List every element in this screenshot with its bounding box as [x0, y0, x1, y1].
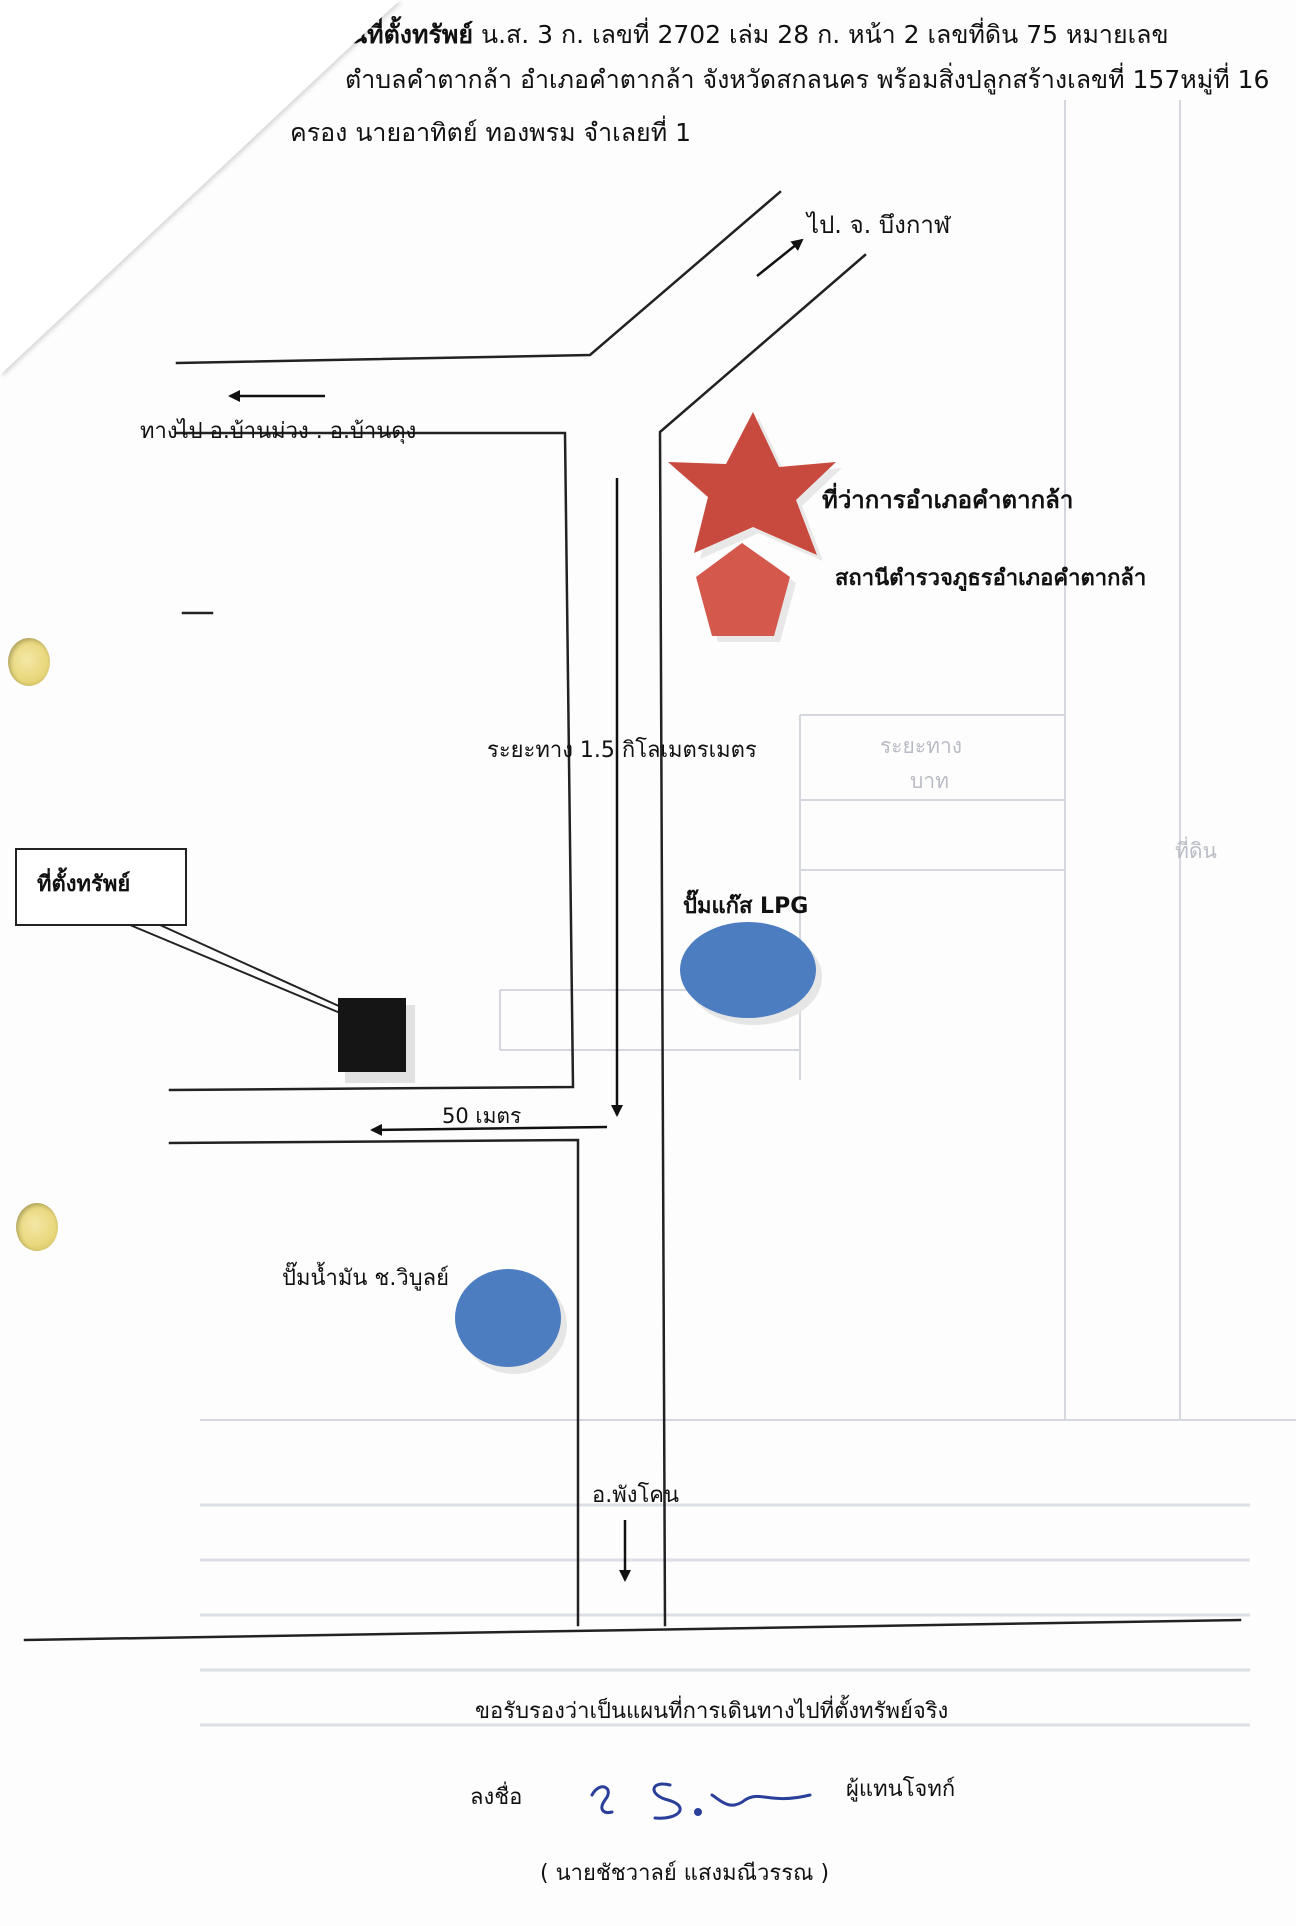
label-district-office: ที่ว่าการอำเภอคำตากล้า — [822, 486, 1074, 514]
arrow-to-bueng-kan — [756, 238, 804, 277]
bleed-text-land: ที่ดิน — [1175, 839, 1217, 863]
label-to-bueng-kan: ไป. จ. บึงกาฬ — [807, 211, 951, 239]
label-50-meters: 50 เมตร — [442, 1104, 522, 1128]
callout-pointer-b — [159, 924, 353, 1013]
bleed-text-distance: ระยะทาง — [880, 734, 963, 758]
label-police-station: สถานีตำรวจภูธรอำเภอคำตากล้า — [835, 566, 1147, 591]
label-oil-station: ปั๊มน้ำมัน ช.วิบูลย์ — [282, 1266, 450, 1291]
property-marker-icon — [338, 998, 415, 1083]
footer-rule — [23, 1618, 1242, 1642]
label-distance: ระยะทาง 1.5 กิโลเมตรเมตร — [487, 738, 757, 763]
signature-label: ลงชื่อ — [470, 1785, 523, 1810]
district-office-star-icon — [668, 412, 842, 561]
folded-corner — [0, 0, 400, 375]
certification-text: ขอรับรองว่าเป็นแผนที่การเดินทางไปที่ตั้ง… — [475, 1699, 949, 1724]
label-lpg-station: ปั๊มแก๊ส LPG — [683, 894, 809, 919]
label-to-phang-khon: อ.พังโคน — [592, 1483, 680, 1508]
road-top-left — [175, 190, 782, 365]
header-deed-info: น.ส. 3 ก. เลขที่ 2702 เล่ม 28 ก. หน้า 2 … — [473, 20, 1169, 49]
callout-pointer-a — [129, 924, 346, 1016]
road-left-block — [168, 431, 575, 1092]
punch-hole-lower — [16, 1203, 58, 1251]
property-callout-label: ที่ตั้งทรัพย์ — [37, 872, 131, 897]
lpg-station-circle-icon — [680, 922, 822, 1025]
signer-name: ( นายชัชวาลย์ แสงมณีวรรณ ) — [540, 1861, 830, 1886]
bleed-text-baht: บาท — [910, 769, 949, 793]
road-main-right-upper — [658, 253, 867, 1627]
representative-label: ผู้แทนโจทก์ — [846, 1777, 956, 1802]
punch-hole-upper — [8, 638, 50, 686]
signature-scribble — [590, 1782, 812, 1820]
property-callout: ที่ตั้งทรัพย์ — [15, 848, 187, 926]
header-line-2: ตำบลคำตากล้า อำเภอคำตากล้า จังหวัดสกลนคร… — [345, 65, 1270, 94]
oil-station-circle-icon — [455, 1269, 567, 1374]
police-station-pentagon-icon — [696, 543, 796, 642]
label-to-ban-muang: ทางไป อ.บ้านม่วง . อ.บ้านดุง — [140, 419, 417, 444]
arrow-50-meters — [370, 1123, 608, 1136]
road-soi-lower — [168, 1138, 580, 1627]
